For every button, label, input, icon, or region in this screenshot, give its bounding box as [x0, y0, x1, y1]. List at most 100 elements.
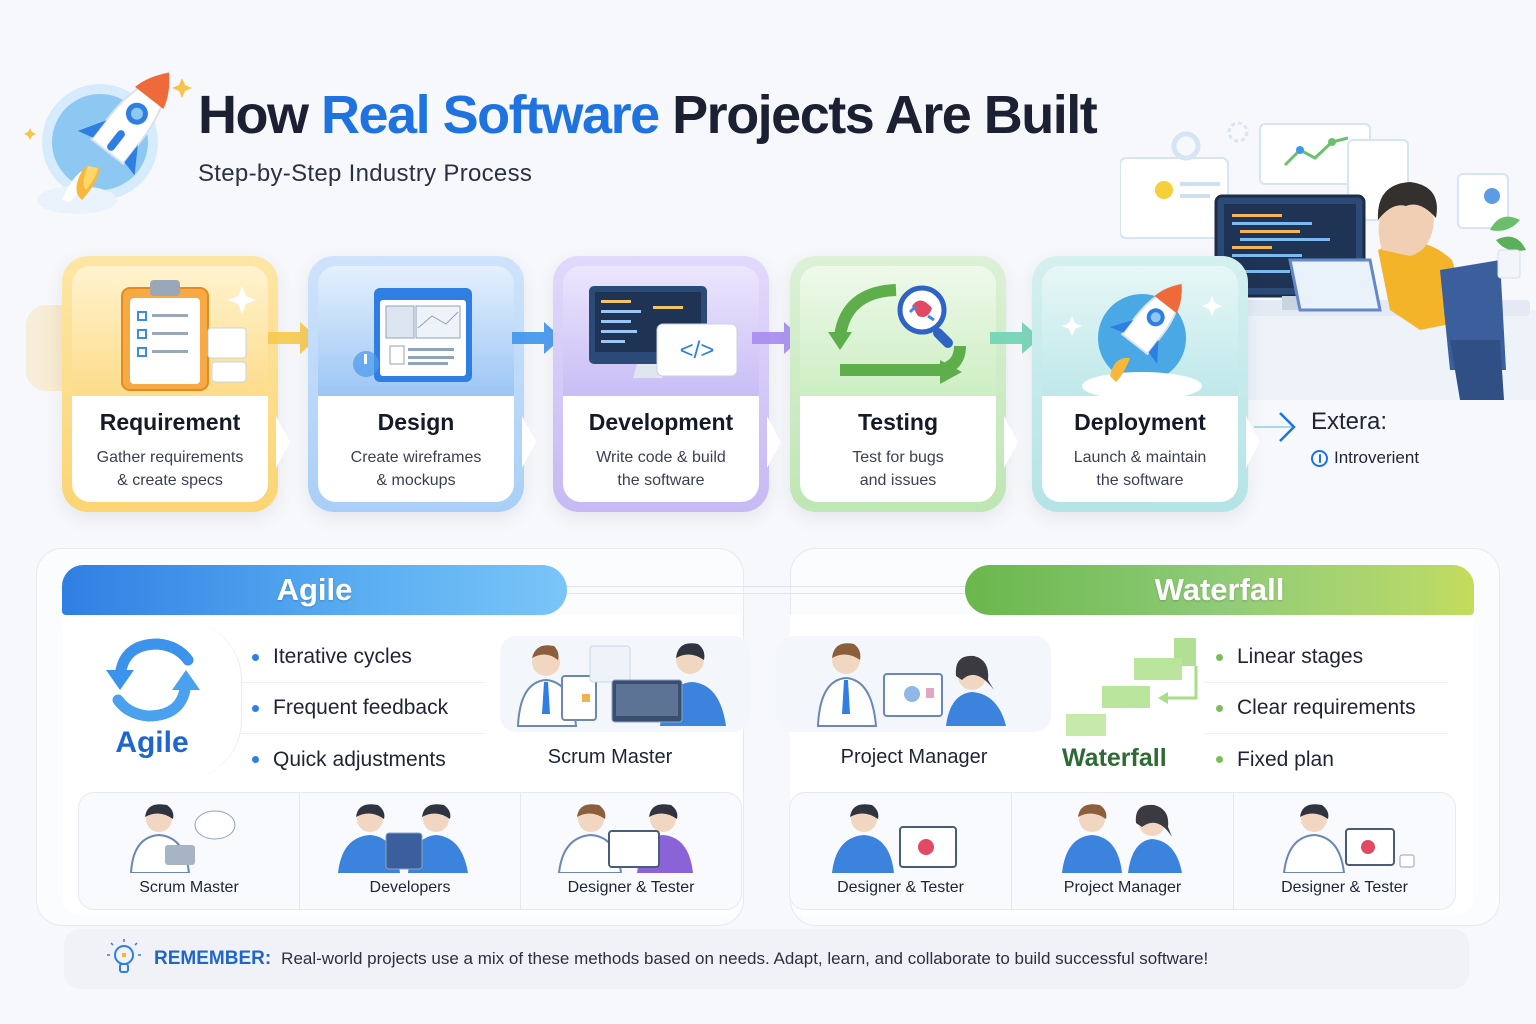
agile-feature-role: Scrum Master — [547, 746, 673, 768]
waterfall-roles: Designer & Tester Project Manager Design… — [789, 792, 1456, 910]
code-monitor-icon: </> — [589, 286, 738, 378]
step-notch — [1004, 416, 1018, 468]
bullet-dot-icon — [1216, 653, 1223, 661]
process-step-design[interactable]: Design Create wireframes & mockups — [308, 256, 536, 512]
bullet-dot-icon — [1216, 756, 1223, 763]
people-illustration — [557, 804, 693, 873]
bullet-dot-icon — [252, 653, 259, 661]
title-suffix: Projects Are Built — [672, 85, 1098, 145]
step-description: Test for bugs and issues — [800, 446, 996, 492]
role-card: Developers — [300, 793, 521, 909]
chevron-right-icon — [1254, 412, 1296, 442]
list-item: Iterative cycles — [240, 632, 485, 683]
extra-label: Extera: — [1311, 408, 1388, 435]
agile-badge-label: Agile — [115, 726, 189, 759]
rocket-icon — [1062, 282, 1222, 396]
waterfall-banner: Waterfall — [965, 565, 1474, 615]
remember-message: Real-world projects use a mix of these m… — [281, 949, 1209, 968]
step-desc-line: and issues — [859, 472, 937, 489]
list-item: Fixed plan — [1204, 734, 1448, 785]
bullet-text: Frequent feedback — [273, 696, 449, 719]
process-step-deployment[interactable]: Deployment Launch & maintain the softwar… — [1032, 256, 1260, 512]
bullet-text: Quick adjustments — [273, 747, 446, 771]
bullet-text: Linear stages — [1237, 645, 1364, 668]
list-item: Quick adjustments — [240, 734, 485, 785]
remember-callout: REMEMBER: Real-world projects use a mix … — [64, 929, 1469, 989]
process-step-testing[interactable]: Testing Test for bugs and issues — [790, 256, 1018, 512]
step-desc-line: the software — [617, 472, 705, 489]
agile-roles: Scrum Master Developers Designer & Teste… — [78, 792, 742, 910]
rocket-icon — [24, 71, 192, 214]
step-desc-line: Test for bugs — [852, 449, 944, 466]
step-illustration — [1042, 266, 1238, 396]
agile-banner: Agile — [62, 565, 567, 615]
step-desc-line: Gather requirements — [96, 449, 244, 466]
agile-badge — [62, 620, 242, 780]
role-card: Designer & Tester — [521, 793, 741, 909]
arrow-right-icon — [268, 322, 318, 354]
step-description: Create wireframes & mockups — [318, 446, 514, 492]
page-title: How Real Software Projects Are Built — [198, 84, 1098, 146]
waterfall-steps-icon — [1066, 638, 1198, 736]
step-name: Deployment — [1074, 409, 1206, 435]
bullet-text: Iterative cycles — [273, 645, 412, 668]
title-prefix: How — [198, 85, 309, 145]
list-item: Frequent feedback — [240, 683, 485, 734]
step-description: Write code & build the software — [563, 446, 759, 492]
waterfall-bullet-list: Linear stages Clear requirements Fixed p… — [1204, 632, 1448, 785]
step-body: Design Create wireframes & mockups — [318, 396, 514, 502]
step-desc-line: & create specs — [117, 472, 223, 489]
lightbulb-icon — [107, 939, 141, 973]
person-illustration — [832, 804, 957, 873]
waterfall-badge-label: Waterfall — [1062, 744, 1167, 772]
role-label: Designer & Tester — [1281, 879, 1408, 896]
scrum-master-illustration — [500, 636, 750, 732]
step-notch — [767, 416, 781, 468]
role-label: Scrum Master — [139, 879, 239, 896]
role-card: Designer & Tester — [1234, 793, 1455, 909]
process-step-development[interactable]: </> Development Write code & build the s… — [553, 256, 781, 512]
people-illustration — [1062, 804, 1182, 873]
role-card: Project Manager — [1012, 793, 1234, 909]
bullet-text: Clear requirements — [1237, 696, 1416, 719]
step-description: Gather requirements & create specs — [72, 446, 268, 492]
step-illustration — [318, 266, 514, 396]
step-illustration — [800, 266, 996, 396]
bullet-dot-icon — [1216, 704, 1223, 712]
step-body: Deployment Launch & maintain the softwar… — [1042, 396, 1238, 502]
bullet-text: Fixed plan — [1237, 747, 1334, 771]
title-accent: Real Software — [321, 85, 660, 145]
role-card: Scrum Master — [79, 793, 300, 909]
agile-bullet-list: Iterative cycles Frequent feedback Quick… — [240, 632, 485, 785]
person-illustration — [129, 804, 236, 873]
arrow-right-icon — [752, 322, 802, 354]
step-body: Requirement Gather requirements & create… — [72, 396, 268, 502]
extra-item: Introverient — [1311, 448, 1419, 468]
role-label: Designer & Tester — [567, 879, 695, 896]
step-name: Testing — [857, 409, 939, 435]
role-label: Designer & Tester — [837, 879, 964, 896]
arrow-right-icon — [512, 322, 562, 354]
person-illustration — [1282, 804, 1415, 873]
list-item: Linear stages — [1204, 632, 1448, 683]
step-notch — [522, 416, 536, 468]
role-card: Designer & Tester — [790, 793, 1012, 909]
list-item: Clear requirements — [1204, 683, 1448, 734]
step-desc-line: Create wireframes — [350, 449, 482, 466]
step-body: Development Write code & build the softw… — [563, 396, 759, 502]
remember-key: REMEMBER: — [154, 948, 272, 969]
rocket-logo — [22, 50, 192, 220]
step-name: Development — [588, 409, 734, 435]
step-description: Launch & maintain the software — [1042, 446, 1238, 492]
cycle-arrows-icon — [106, 638, 200, 722]
step-body: Testing Test for bugs and issues — [800, 396, 996, 502]
extra-item-text: Introverient — [1334, 448, 1420, 467]
process-step-requirement[interactable]: Requirement Gather requirements & create… — [62, 256, 290, 512]
arrow-right-icon — [990, 322, 1040, 354]
role-label: Project Manager — [1063, 879, 1182, 896]
people-illustration — [338, 804, 468, 873]
page-subtitle: Step-by-Step Industry Process — [198, 160, 533, 187]
step-desc-line: Write code & build — [596, 449, 726, 466]
step-name: Requirement — [99, 409, 241, 435]
step-name: Design — [377, 409, 455, 435]
